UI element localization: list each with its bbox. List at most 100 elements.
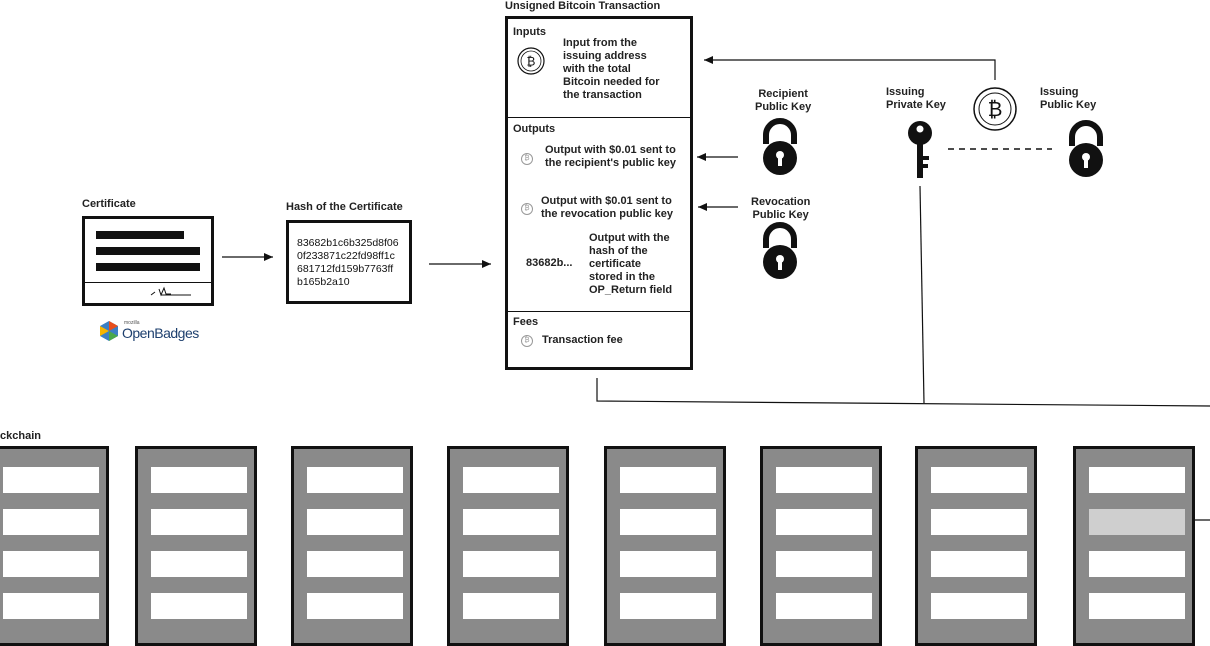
inputs-text: Input from the issuing address with the …	[563, 37, 660, 102]
issuing-public-lock-icon	[1069, 120, 1103, 177]
transaction-slot	[151, 551, 247, 577]
transaction-slot	[307, 509, 403, 535]
transaction-box: Inputs ₿ Input from the issuing address …	[505, 16, 693, 370]
small-coin-icon: ₿	[521, 153, 533, 165]
blockchain-block	[135, 446, 257, 646]
hash-line: 681712fd159b7763ff	[297, 263, 394, 275]
issuing-private-key-label-line: Private Key	[886, 99, 946, 111]
blockchain-block	[291, 446, 413, 646]
recipient-output-line: Output with $0.01 sent to	[545, 144, 676, 156]
transaction-slot	[1089, 551, 1185, 577]
transaction-slot	[3, 551, 99, 577]
revocation-key-label: Revocation Public Key	[751, 196, 810, 222]
transaction-slot	[931, 509, 1027, 535]
certificate-text-line	[96, 231, 184, 239]
inputs-outputs-divider	[508, 117, 690, 118]
openbadges-hexagon-icon	[100, 321, 118, 341]
transaction-slot	[776, 551, 872, 577]
hash-output-line: stored in the	[589, 271, 656, 283]
hash-output-short: 83682b...	[526, 257, 573, 269]
revocation-key-label-line: Public Key	[752, 209, 809, 221]
transaction-slot	[463, 509, 559, 535]
certificate-divider	[85, 282, 211, 283]
recipient-lock-icon	[763, 118, 797, 175]
fees-label: Transaction fee	[542, 334, 623, 346]
revocation-output-text: Output with $0.01 sent to the revocation…	[541, 195, 673, 221]
inputs-line: issuing address	[563, 50, 647, 62]
transaction-title: Unsigned Bitcoin Transaction	[505, 0, 661, 12]
revocation-output-line: Output with $0.01 sent to	[541, 195, 672, 207]
transaction-slot	[620, 467, 716, 493]
hash-label: Hash of the Certificate	[286, 201, 403, 213]
hash-box: 83682b1c6b325d8f06 0f233871c22fd98ff1c 6…	[286, 220, 412, 304]
svg-text:₿: ₿	[527, 55, 536, 69]
transaction-slot	[463, 593, 559, 619]
transaction-to-blockchain-line	[596, 378, 1210, 407]
transaction-slot	[931, 551, 1027, 577]
recipient-key-label: Recipient Public Key	[755, 88, 811, 114]
transaction-slot	[1089, 593, 1185, 619]
transaction-slot	[620, 551, 716, 577]
outputs-header: Outputs	[513, 123, 556, 135]
hash-line: 0f233871c22fd98ff1c	[297, 250, 395, 262]
certificate-document	[82, 216, 214, 306]
transaction-slot	[931, 467, 1027, 493]
outputs-fees-divider	[508, 311, 690, 312]
revocation-lock-icon	[763, 222, 797, 279]
blockchain-block	[915, 446, 1037, 646]
revocation-output-line: the revocation public key	[541, 208, 674, 220]
private-key-to-blockchain-line	[919, 185, 925, 404]
hash-output-line: OP_Return field	[589, 284, 673, 296]
transaction-slot	[151, 467, 247, 493]
inputs-line: Bitcoin needed for	[563, 76, 660, 88]
transaction-slot	[307, 551, 403, 577]
inputs-header: Inputs	[513, 26, 546, 38]
transaction-slot	[776, 509, 872, 535]
openbadges-name: OpenBadges	[122, 325, 199, 341]
bitcoin-coin-icon: ₿	[517, 47, 545, 75]
small-coin-icon: ₿	[521, 335, 533, 347]
issuing-private-key-label: Issuing Private Key	[886, 86, 946, 112]
certificate-text-line	[96, 247, 200, 255]
svg-text:₿: ₿	[988, 97, 1003, 121]
highlighted-transaction-slot	[1089, 509, 1185, 535]
signature-icon	[150, 286, 191, 297]
inputs-line: with the total	[563, 63, 631, 75]
transaction-slot	[931, 593, 1027, 619]
blockchain-block	[760, 446, 882, 646]
transaction-slot	[307, 593, 403, 619]
small-coin-icon: ₿	[521, 203, 533, 215]
fees-header: Fees	[513, 316, 539, 328]
hash-output-line: Output with the	[589, 232, 670, 244]
transaction-slot	[463, 467, 559, 493]
transaction-slot	[3, 467, 99, 493]
blockchain-block	[604, 446, 726, 646]
hash-output-line: hash of the	[589, 245, 648, 257]
recipient-output-text: Output with $0.01 sent to the recipient'…	[545, 144, 676, 170]
revocation-key-label-line: Revocation	[751, 196, 811, 208]
transaction-slot	[307, 467, 403, 493]
recipient-output-line: the recipient's public key	[545, 157, 676, 169]
blockchain-block	[447, 446, 569, 646]
openbadges-mozilla-text: mozilla	[124, 320, 140, 326]
transaction-slot	[776, 593, 872, 619]
issuing-bitcoin-icon: ₿	[973, 87, 1017, 131]
issuing-public-key-label: Issuing Public Key	[1040, 86, 1096, 112]
certificate-label: Certificate	[82, 198, 136, 210]
transaction-slot	[3, 509, 99, 535]
hash-line: b165b2a10	[297, 276, 350, 288]
transaction-slot	[463, 551, 559, 577]
private-key-icon	[908, 121, 932, 178]
hash-output-text: Output with the hash of the certificate …	[589, 232, 672, 297]
transaction-slot	[151, 509, 247, 535]
transaction-slot	[776, 467, 872, 493]
transaction-slot	[620, 509, 716, 535]
certificate-text-line	[96, 263, 200, 271]
blockchain-label: ckchain	[0, 430, 41, 442]
hash-line: 83682b1c6b325d8f06	[297, 237, 399, 249]
arrow-issuing-to-inputs	[704, 56, 996, 80]
inputs-line: the transaction	[563, 89, 642, 101]
transaction-slot	[1089, 467, 1185, 493]
issuing-private-key-label-line: Issuing	[886, 86, 925, 98]
transaction-slot	[620, 593, 716, 619]
